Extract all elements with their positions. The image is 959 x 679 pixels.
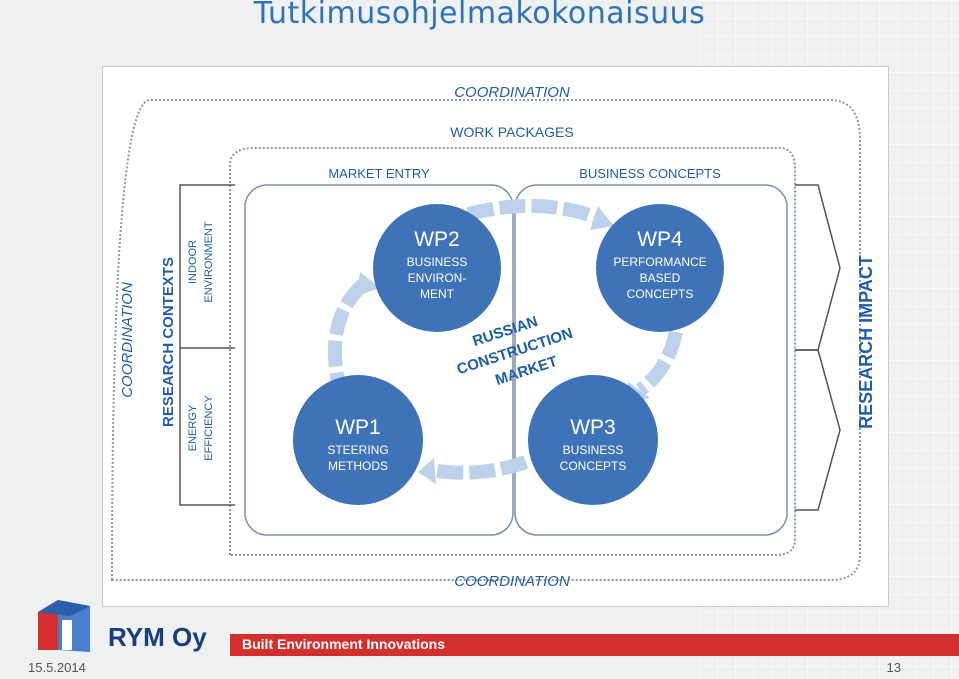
arrowhead-wp1	[418, 458, 436, 484]
indoor-line1: INDOOR	[187, 240, 199, 284]
wp2-title: WP2	[414, 228, 460, 251]
wp3-title: WP3	[570, 416, 616, 439]
wp4-title: WP4	[637, 228, 683, 251]
coordination-bottom-label: COORDINATION	[454, 573, 570, 590]
coordination-left-label: COORDINATION	[119, 282, 136, 398]
tagline-bar: Built Environment Innovations	[230, 634, 959, 656]
indoor-line2: ENVIRONMENT	[203, 221, 215, 303]
cycle-arrowheads	[356, 206, 650, 484]
energy-line2: EFFICIENCY	[203, 395, 215, 461]
wp3-line1: BUSINESS	[563, 443, 624, 457]
business-concepts-panel	[514, 184, 788, 536]
research-impact-label: RESEARCH IMPACT	[856, 255, 876, 429]
arrow-wp4-to-wp3	[635, 330, 683, 396]
wp4-line1: PERFORMANCE	[613, 255, 706, 269]
diagram-frame	[102, 66, 889, 607]
wp2-line3: MENT	[420, 287, 455, 301]
brand-name: RYM Oy	[108, 622, 207, 652]
coordination-top-label: COORDINATION	[454, 84, 570, 101]
wp1-line1: STEERING	[327, 443, 388, 457]
arrow-wp2-to-wp4	[466, 198, 601, 225]
energy-line1: ENERGY	[187, 404, 199, 451]
page-number: 13	[886, 660, 901, 675]
arrowhead-wp4	[590, 206, 614, 230]
arrow-wp3-to-wp1	[428, 455, 529, 480]
wp4-line2: BASED	[640, 271, 681, 285]
rym-logo-mark	[38, 600, 90, 652]
footer-date: 15.5.2014	[28, 660, 86, 675]
wp3-circle	[528, 375, 658, 505]
wp2-circle	[373, 204, 501, 332]
research-contexts-label: RESEARCH CONTEXTS	[160, 257, 177, 427]
research-contexts-bracket	[179, 184, 235, 506]
coordination-frame	[110, 99, 861, 581]
business-concepts-header: BUSINESS CONCEPTS	[579, 166, 721, 181]
wp2-line2: ENVIRON-	[408, 271, 467, 285]
page-title: Tutkimusohjelmakokonaisuus	[253, 0, 706, 31]
research-impact-chevron-top	[795, 184, 841, 351]
market-entry-label: MARKET ENTRY	[328, 166, 430, 181]
wp1-line2: METHODS	[328, 459, 388, 473]
wp4-circle	[596, 204, 724, 332]
work-packages-label: WORK PACKAGES	[450, 124, 573, 140]
wp3-line2: CONCEPTS	[560, 459, 627, 473]
wp1-circle	[293, 375, 423, 505]
tagline-text: Built Environment Innovations	[242, 636, 446, 652]
research-impact-chevron-bottom	[795, 349, 841, 511]
wp4-line3: CONCEPTS	[627, 287, 694, 301]
arrowhead-wp2	[356, 272, 380, 296]
wp1-title: WP1	[335, 416, 381, 439]
wp2-line1: BUSINESS	[407, 255, 468, 269]
market-entry-panel	[244, 184, 514, 536]
